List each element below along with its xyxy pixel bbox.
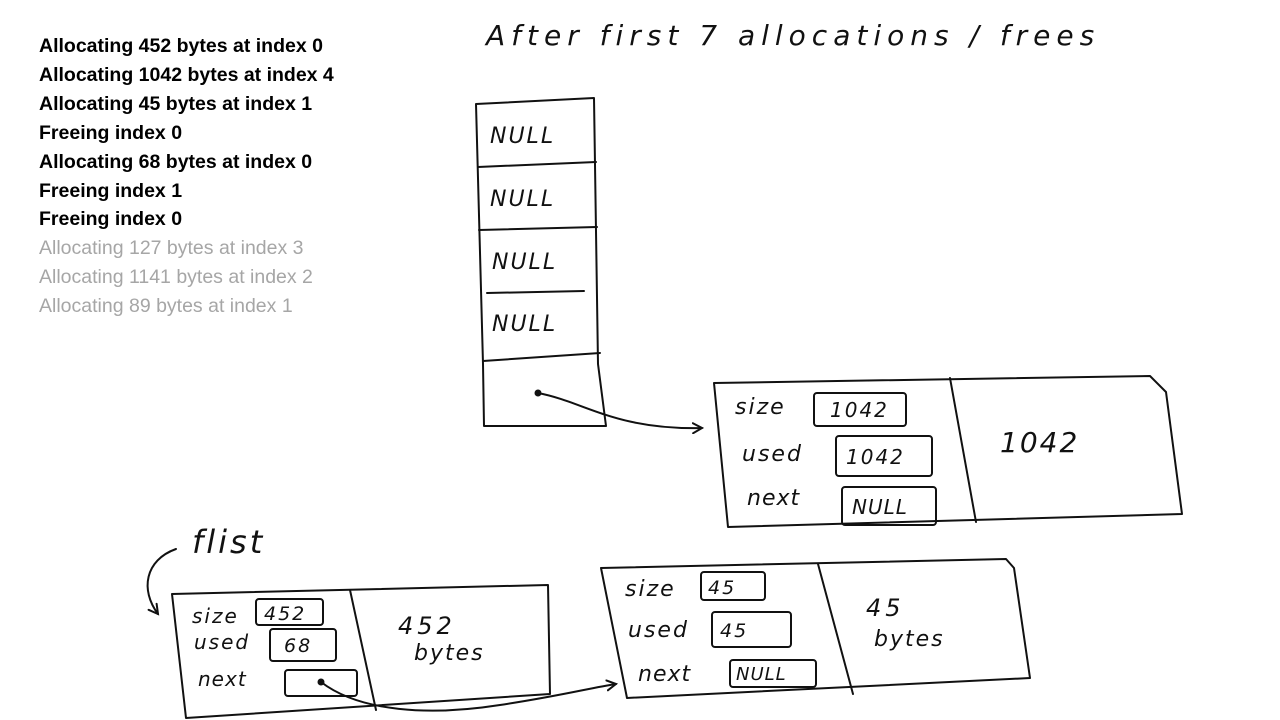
operation-line-pending: Allocating 127 bytes at index 3 [39, 237, 304, 260]
next-label: next [747, 486, 800, 511]
size-field-box [255, 598, 324, 626]
array-divider [482, 352, 601, 362]
operation-line: Freeing index 1 [39, 179, 183, 202]
block-1042: size used next 1042 1042 NULL 1042 [713, 375, 1183, 528]
block-outline [171, 584, 551, 719]
block-outline [713, 375, 1183, 528]
size-label: size [625, 577, 676, 602]
array-divider [477, 161, 597, 168]
next-label: next [638, 662, 691, 687]
size-value: 45 [708, 577, 736, 599]
size-label: size [735, 395, 786, 420]
next-value: NULL [852, 495, 908, 519]
block-divider [817, 563, 854, 695]
next-pointer-arrow [320, 682, 616, 712]
operation-log: Allocating 452 bytes at index 0 Allocati… [39, 32, 334, 321]
payload-size: 45 [866, 594, 905, 622]
operation-line: Allocating 45 bytes at index 1 [39, 92, 313, 115]
operation-line-pending: Allocating 1141 bytes at index 2 [39, 266, 313, 289]
pointer-arrow [537, 392, 702, 428]
block-outline [600, 558, 1031, 699]
freelist-arrow [146, 548, 177, 614]
payload-unit: bytes [874, 627, 945, 652]
operation-line: Allocating 68 bytes at index 0 [39, 150, 313, 173]
used-field-box [269, 628, 337, 662]
operation-line-pending: Allocating 89 bytes at index 1 [39, 295, 293, 318]
size-field-box [700, 571, 766, 601]
used-value: 68 [284, 635, 312, 657]
payload-size: 452 [398, 612, 456, 640]
freelist-label: flist [192, 523, 265, 561]
array-slot-1: NULL [490, 187, 555, 212]
used-label: used [194, 630, 250, 654]
size-value: 1042 [830, 398, 889, 422]
used-label: used [628, 618, 689, 643]
array-outline [475, 97, 607, 427]
payload-unit: bytes [414, 641, 485, 666]
operation-line: Freeing index 0 [39, 121, 183, 144]
used-field-box [835, 435, 933, 477]
array-slot-2: NULL [492, 250, 557, 275]
used-value: 1042 [846, 445, 905, 469]
size-label: size [192, 604, 239, 628]
size-value: 452 [264, 603, 306, 625]
array-divider [486, 290, 585, 294]
block-divider [949, 377, 977, 523]
size-field-box [813, 392, 907, 427]
next-field-box [841, 486, 937, 526]
payload-size: 1042 [1000, 426, 1079, 459]
operation-line: Freeing index 0 [39, 208, 183, 231]
operation-line: Allocating 452 bytes at index 0 [39, 35, 323, 57]
block-452: size used next 452 68 452 bytes [171, 584, 551, 719]
pointer-array: NULL NULL NULL NULL [475, 97, 607, 427]
next-field-box [729, 659, 817, 688]
array-slot-3: NULL [492, 312, 557, 337]
block-divider [349, 589, 377, 711]
array-divider [478, 226, 598, 231]
next-label: next [198, 667, 247, 691]
next-field-box [284, 669, 358, 697]
array-slot-0: NULL [490, 124, 555, 149]
block-45: size used next 45 45 NULL 45 bytes [600, 558, 1031, 699]
used-field-box [711, 611, 792, 648]
diagram-title: After first 7 allocations / frees [484, 19, 1100, 52]
used-label: used [742, 442, 803, 467]
operation-line: Allocating 1042 bytes at index 4 [39, 63, 334, 86]
next-value: NULL [736, 664, 787, 685]
used-value: 45 [720, 620, 748, 642]
